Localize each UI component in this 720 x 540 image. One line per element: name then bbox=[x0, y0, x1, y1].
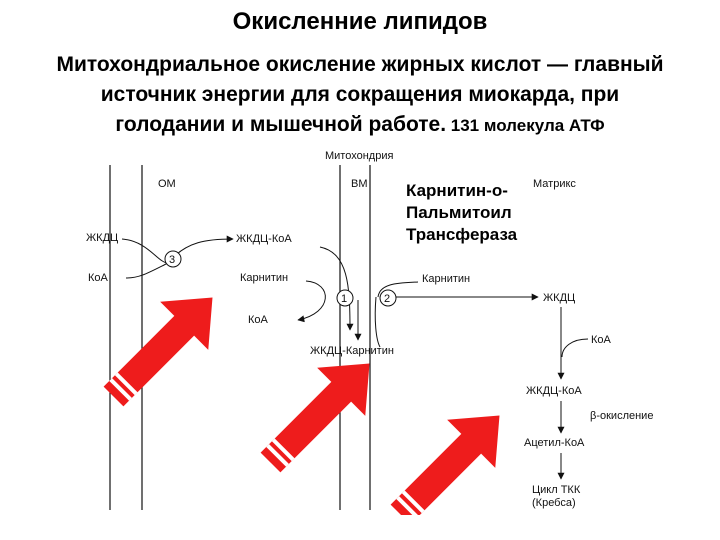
acyl-carnitine-label: ЖКДЦ-Карнитин bbox=[310, 345, 394, 357]
coa-exchange-path bbox=[297, 280, 326, 323]
step-3-label: 3 bbox=[169, 254, 175, 266]
subtitle-line-2: источник энергии для сокращения миокарда… bbox=[100, 83, 620, 106]
acyl-coa-label: ЖКДЦ-КоА bbox=[236, 233, 292, 245]
carnitine-matrix-label: Карнитин bbox=[422, 273, 470, 285]
inner-membrane bbox=[339, 165, 371, 510]
enzyme-line-2: Пальмитоил bbox=[406, 203, 512, 222]
slide-title: Окисленние липидов bbox=[232, 8, 488, 35]
acyl-coa-path bbox=[319, 246, 354, 331]
step-2-marker bbox=[379, 289, 397, 307]
slide-subtitle: Митохондриальное окисление жирных кислот… bbox=[4, 50, 716, 141]
matrix-coa-label: КоА bbox=[591, 334, 612, 346]
step-1-label: 1 bbox=[341, 293, 347, 305]
activation-curve bbox=[121, 238, 169, 264]
matrix-acyl-coa-label: ЖКДЦ-КоА bbox=[526, 385, 582, 397]
coa-input-curve bbox=[561, 338, 589, 358]
coa-release-curve bbox=[125, 262, 169, 279]
cytosol-coa-label: КоА bbox=[88, 272, 109, 284]
subtitle-line-1: Митохондриальное окисление жирных кислот… bbox=[56, 53, 664, 76]
step-3-marker bbox=[164, 250, 182, 268]
subtitle-line-3-main: голодании и мышечной работе. bbox=[115, 113, 447, 136]
beta-oxidation-label: β-окисление bbox=[590, 410, 653, 422]
outer-membrane bbox=[109, 165, 143, 510]
red-arrow-matrix bbox=[390, 415, 500, 515]
red-arrow-outer-membrane bbox=[103, 297, 213, 407]
matrix-fatty-acid-label: ЖКДЦ bbox=[543, 292, 575, 304]
carnitine-return-path bbox=[377, 281, 419, 298]
enzyme-line-1: Карнитин-о- bbox=[406, 181, 508, 200]
krebs-label-line-1: Цикл ТКК bbox=[532, 484, 581, 496]
krebs-label-line-2: (Кребса) bbox=[532, 497, 576, 509]
acyl-carnitine-link bbox=[374, 296, 381, 348]
mitochondrion-label: Митохондрия bbox=[325, 150, 393, 162]
step-2-label: 2 bbox=[384, 293, 390, 305]
step-1-marker bbox=[336, 289, 354, 307]
matrix-label: Матрикс bbox=[533, 178, 576, 190]
coa-ims-label: КоА bbox=[248, 314, 269, 326]
outer-membrane-label: ОМ bbox=[158, 178, 176, 190]
inner-membrane-label: ВМ bbox=[351, 178, 368, 190]
acetyl-coa-label: Ацетил-КоА bbox=[524, 437, 585, 449]
enzyme-annotation: Карнитин-о- Пальмитоил Трансфераза bbox=[406, 180, 586, 246]
fatty-acid-oxidation-diagram: Митохондрия ОМ ВМ Матрикс ЖКДЦ КоА 3 ЖКД… bbox=[86, 150, 653, 515]
enzyme-line-3: Трансфераза bbox=[406, 225, 518, 244]
red-arrow-inner-membrane bbox=[260, 363, 370, 473]
cytosol-fatty-acid-label: ЖКДЦ bbox=[86, 232, 118, 244]
subtitle-line-3: голодании и мышечной работе. 131 молекул… bbox=[4, 110, 716, 141]
carnitine-ims-label: Карнитин bbox=[240, 272, 288, 284]
subtitle-atp-count: 131 молекула АТФ bbox=[446, 116, 605, 135]
